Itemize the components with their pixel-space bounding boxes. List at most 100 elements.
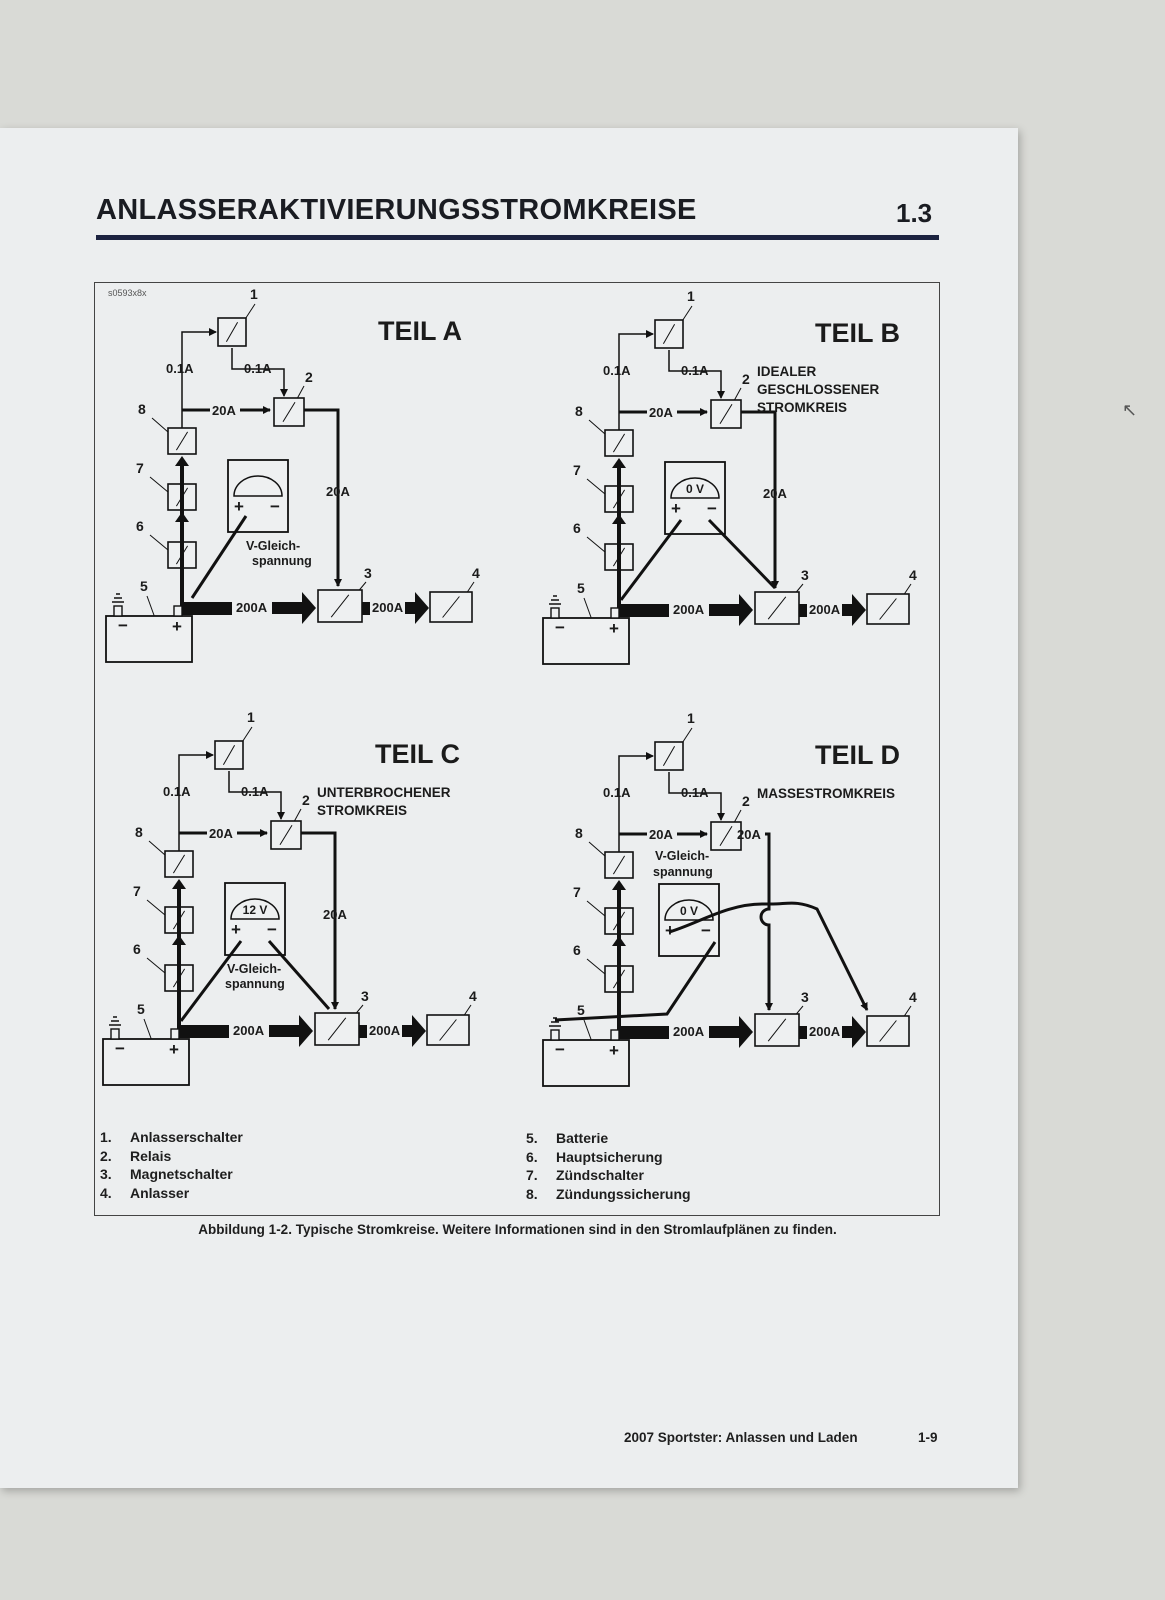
- heavy-cable-2: [359, 1025, 367, 1038]
- panel-title: TEIL A: [378, 316, 462, 346]
- current-label-low: 0.1A: [166, 361, 194, 376]
- leader-6: [586, 958, 606, 975]
- battery: [542, 1039, 630, 1087]
- label-number-5: 5: [137, 1001, 145, 1017]
- battery: [105, 615, 193, 663]
- wire-switch-relay: [228, 771, 285, 820]
- label-number-2: 2: [742, 793, 750, 809]
- battery-plus-label: +: [172, 617, 182, 636]
- page-sheet: [0, 128, 1018, 1488]
- leader-8: [151, 417, 169, 433]
- stack-arrow-lower-head: [172, 935, 186, 945]
- leader-7: [586, 900, 606, 917]
- solenoid-box-hatch: [767, 1018, 787, 1042]
- starter-switch-box-hatch: [662, 323, 676, 345]
- leader-5: [146, 595, 156, 619]
- battery-terminal-pos: [610, 607, 620, 619]
- label-number-3: 3: [801, 989, 809, 1005]
- label-number-5: 5: [577, 580, 585, 596]
- stack-arrow-upper-head: [612, 880, 626, 890]
- current-label-high: 200A: [809, 1024, 841, 1039]
- starter-motor-box-hatch: [439, 1019, 457, 1041]
- meter-lead-neg: [554, 941, 717, 1022]
- leader-6: [146, 957, 166, 974]
- starter-motor-box-hatch: [442, 596, 460, 618]
- battery-terminal-pos: [170, 1028, 180, 1040]
- heavy-cable: [179, 1025, 229, 1038]
- label-number-8: 8: [575, 825, 583, 841]
- current-label-high: 200A: [673, 602, 705, 617]
- battery-plus-label: +: [609, 619, 619, 638]
- leader-5: [583, 597, 593, 621]
- heavy-cable: [619, 1026, 669, 1039]
- leader-6: [149, 534, 169, 551]
- battery: [102, 1038, 190, 1086]
- panel-title: TEIL D: [815, 740, 900, 770]
- ground-symbol-icon: [549, 1017, 561, 1027]
- voltmeter-minus: −: [267, 920, 277, 939]
- title-rule: [96, 235, 939, 240]
- page-number: 1-9: [918, 1430, 938, 1445]
- battery-minus-label: −: [118, 616, 128, 635]
- heavy-cable-2: [799, 1026, 807, 1039]
- label-number-4: 4: [469, 988, 477, 1004]
- current-label-mid: 20A: [209, 826, 233, 841]
- wire-relay-solenoid: [304, 408, 342, 587]
- meter-label: spannung: [653, 865, 713, 879]
- wire-switch-feed: [618, 330, 654, 430]
- stack-arrow-lower-head: [612, 936, 626, 946]
- ground-symbol-icon: [549, 595, 561, 605]
- battery-plus-label: +: [609, 1041, 619, 1060]
- meter-label: spannung: [225, 977, 285, 991]
- current-label-mid: 20A: [649, 405, 673, 420]
- voltmeter-minus: −: [707, 499, 717, 518]
- current-label-mid: 20A: [737, 827, 761, 842]
- legend-item: 7.Zündschalter: [526, 1167, 644, 1183]
- label-number-3: 3: [801, 567, 809, 583]
- starter-switch-box-hatch: [225, 321, 239, 343]
- label-number-2: 2: [302, 792, 310, 808]
- current-label-low: 0.1A: [603, 363, 631, 378]
- voltmeter-reading: 12 V: [243, 903, 268, 917]
- ignition-fuse-box-hatch: [172, 854, 186, 874]
- label-number-2: 2: [305, 369, 313, 385]
- current-label-low: 0.1A: [244, 361, 272, 376]
- starter-motor-box-hatch: [879, 1020, 897, 1042]
- legend-item: 6.Hauptsicherung: [526, 1148, 663, 1165]
- stack-arrow-upper-head: [612, 458, 626, 468]
- panel-title: TEIL C: [375, 739, 460, 769]
- label-number-7: 7: [573, 884, 581, 900]
- starter-switch-box: [654, 741, 684, 771]
- arrow-200a-2: [405, 592, 429, 624]
- stack-arrow-lower-head: [612, 514, 626, 524]
- current-label-high: 200A: [236, 600, 268, 615]
- battery-minus-label: −: [115, 1039, 125, 1058]
- leader-7: [146, 899, 166, 916]
- label-number-1: 1: [687, 288, 695, 304]
- meter-lead-pos: [179, 940, 243, 1022]
- label-number-1: 1: [687, 710, 695, 726]
- meter-label: V-Gleich-: [246, 539, 300, 553]
- label-number-2: 2: [742, 371, 750, 387]
- wire-switch-relay: [668, 350, 725, 399]
- relay-box-hatch: [719, 825, 733, 847]
- stack-arrow-lower-head: [175, 512, 189, 522]
- starter-switch-box-hatch: [662, 745, 676, 767]
- arrow-200a-2: [842, 594, 866, 626]
- wire-switch-feed: [618, 752, 654, 852]
- current-label-high: 200A: [372, 600, 404, 615]
- label-number-4: 4: [909, 567, 917, 583]
- figure-caption: Abbildung 1-2. Typische Stromkreise. Wei…: [198, 1222, 837, 1237]
- current-label-high: 200A: [369, 1023, 401, 1038]
- battery-terminal-pos: [610, 1029, 620, 1041]
- relay-box-hatch: [279, 824, 293, 846]
- leader-8: [588, 419, 606, 435]
- current-label-high: 200A: [809, 602, 841, 617]
- stack-arrow-upper-head: [172, 879, 186, 889]
- label-number-7: 7: [136, 460, 144, 476]
- label-number-6: 6: [573, 942, 581, 958]
- legend-item: 5.Batterie: [526, 1130, 609, 1146]
